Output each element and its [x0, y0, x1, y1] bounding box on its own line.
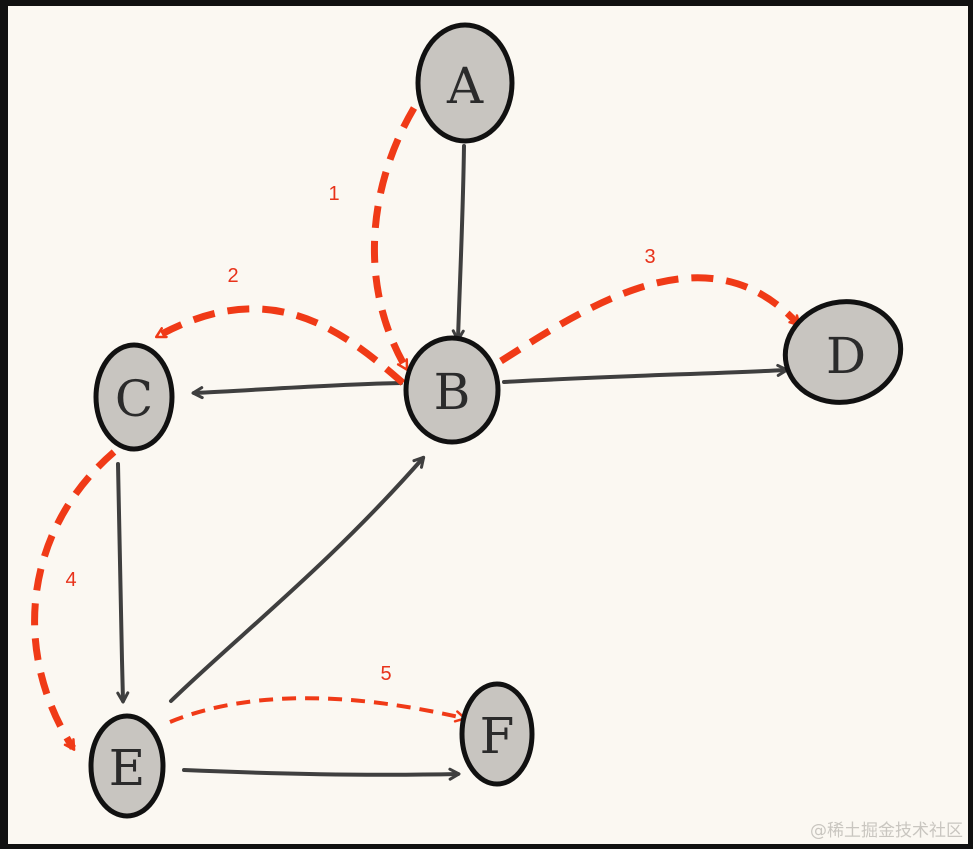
- node-a-label: A: [446, 57, 484, 115]
- node-c: C: [93, 342, 175, 452]
- traversal-step-4-label: 4: [65, 569, 76, 591]
- traversal-step-1-label: 1: [328, 183, 339, 205]
- diagram-canvas: 1 2 3 4 5 A B C D: [8, 6, 968, 844]
- traversal-step-5-label: 5: [380, 663, 391, 685]
- traversal-step-5-path: [169, 696, 467, 724]
- traversal-step-3-label: 3: [644, 246, 655, 268]
- traversal-step-4-path: [31, 449, 117, 751]
- edge-a-to-b: [451, 144, 466, 342]
- node-f: F: [459, 681, 535, 787]
- node-c-label: C: [115, 370, 153, 428]
- watermark: @稀土掘金技术社区: [810, 821, 963, 841]
- step-labels: 1 2 3 4 5: [65, 183, 655, 685]
- traversal-step-1-path: [370, 106, 418, 371]
- nodes: A B C D E F: [88, 22, 904, 819]
- edge-b-to-d: [502, 363, 789, 384]
- node-e: E: [88, 713, 166, 819]
- edge-e-to-b: [169, 455, 426, 703]
- node-f-label: F: [480, 707, 515, 765]
- traversal-step-2-path: [154, 305, 406, 386]
- traversal-step-3-path: [499, 274, 801, 364]
- edges: [116, 144, 789, 781]
- edge-e-to-f: [182, 767, 461, 781]
- traversal-step-2-label: 2: [227, 265, 238, 287]
- node-b-label: B: [434, 363, 471, 421]
- node-a: A: [415, 22, 515, 144]
- node-d: D: [782, 299, 904, 405]
- node-b: B: [403, 335, 501, 445]
- graph-diagram: 1 2 3 4 5 A B C D: [31, 22, 904, 819]
- traversal-steps: [31, 106, 801, 751]
- edge-b-to-c: [191, 381, 403, 400]
- edge-c-to-e: [116, 462, 130, 704]
- node-e-label: E: [109, 739, 146, 797]
- node-d-label: D: [826, 327, 866, 385]
